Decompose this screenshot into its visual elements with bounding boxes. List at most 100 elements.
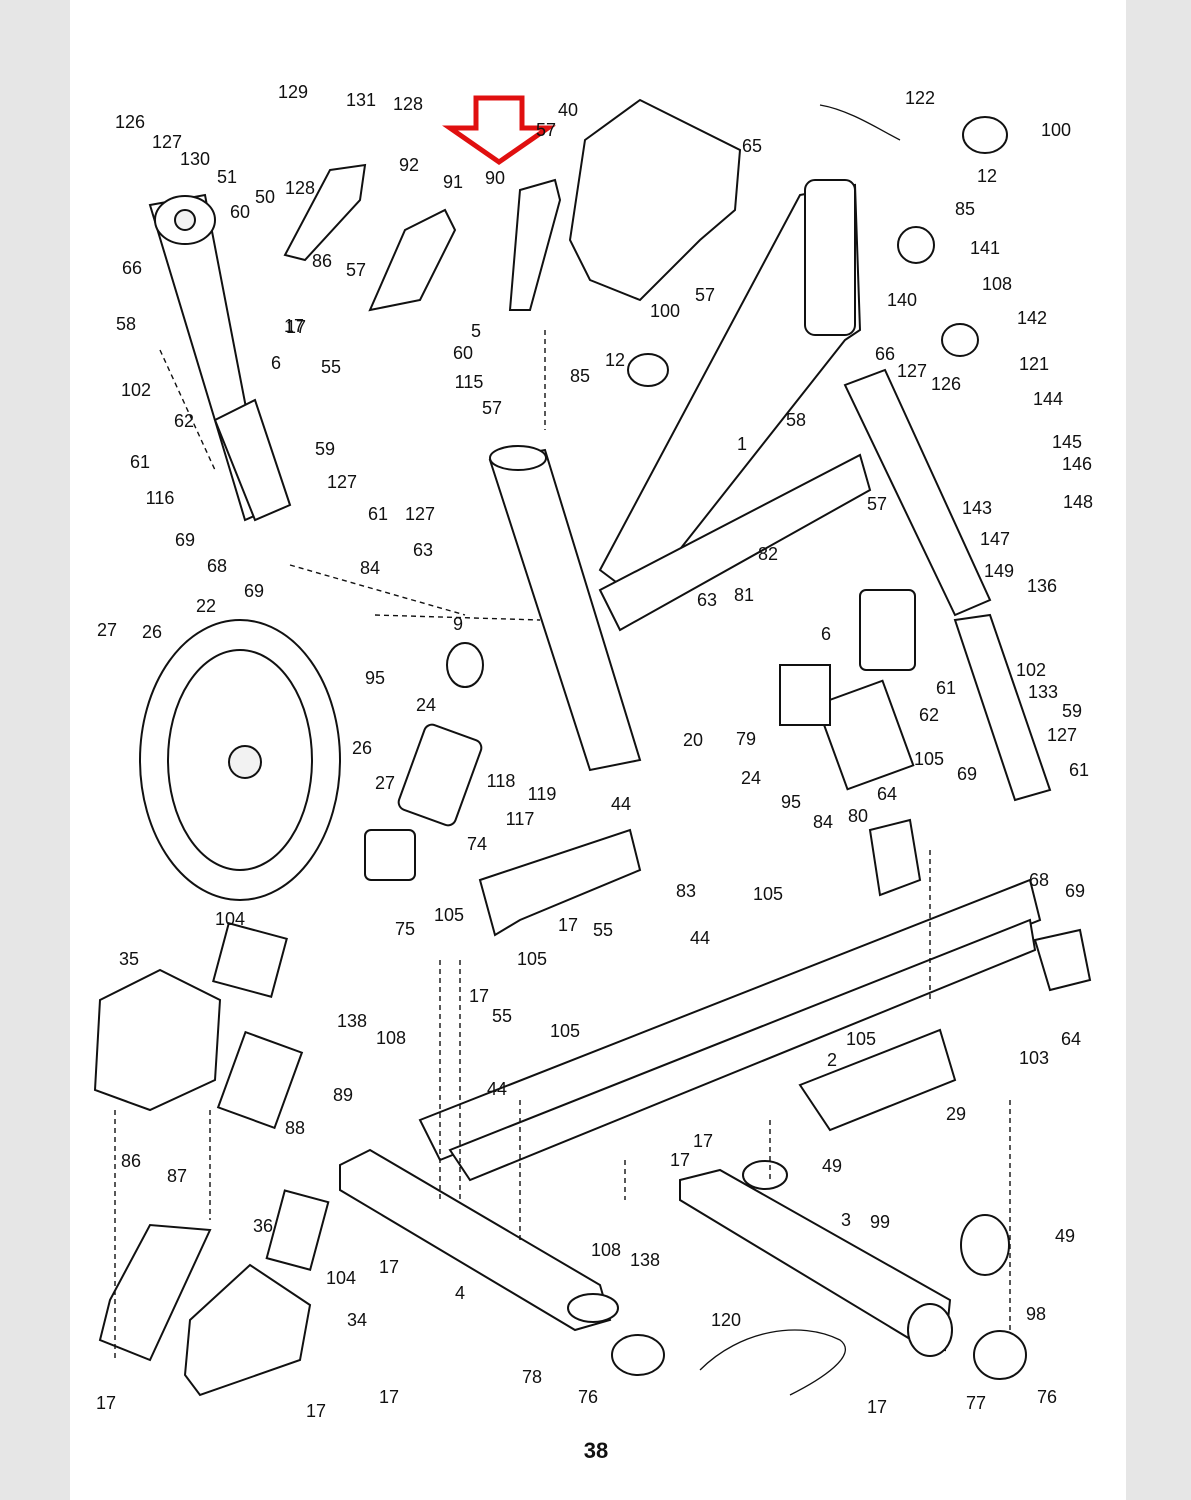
part-label-105: 105 <box>846 1029 876 1049</box>
part-label-108: 108 <box>591 1240 621 1260</box>
part-label-144: 144 <box>1033 389 1063 409</box>
part-label-133: 133 <box>1028 682 1058 702</box>
part-label-55: 55 <box>321 357 341 377</box>
handle-grip-92 <box>283 163 367 262</box>
part-label-75: 75 <box>395 919 415 939</box>
part-label-130: 130 <box>180 149 210 169</box>
part-label-4: 4 <box>455 1283 465 1303</box>
part-label-69: 69 <box>244 581 264 601</box>
part-label-127: 127 <box>327 472 357 492</box>
right-upper-arm <box>843 368 992 617</box>
part-label-143: 143 <box>962 498 992 518</box>
end-cap-76-right <box>973 1330 1027 1380</box>
part-label-145: 145 <box>1052 432 1082 452</box>
left-arm-pivot-hole <box>174 209 196 231</box>
part-label-140: 140 <box>887 290 917 310</box>
front-stabilizer-4 <box>339 1148 612 1332</box>
part-label-57: 57 <box>536 120 556 140</box>
part-label-102: 102 <box>121 380 151 400</box>
part-label-92: 92 <box>399 155 419 175</box>
part-label-17: 17 <box>867 1397 887 1417</box>
page-number: 38 <box>584 1438 608 1463</box>
part-6-cover <box>859 589 916 671</box>
part-label-17: 17 <box>558 915 578 935</box>
part-label-102: 102 <box>1016 660 1046 680</box>
part-label-20: 20 <box>683 730 703 750</box>
dash-line <box>159 349 216 471</box>
part-label-17: 17 <box>469 986 489 1006</box>
part-label-147: 147 <box>980 529 1010 549</box>
part-label-36: 36 <box>253 1216 273 1236</box>
part-label-64: 64 <box>1061 1029 1081 1049</box>
dash-line <box>374 614 541 621</box>
part-label-105: 105 <box>753 884 783 904</box>
part-label-138: 138 <box>337 1011 367 1031</box>
part-label-99: 99 <box>870 1212 890 1232</box>
part-label-121: 121 <box>1019 354 1049 374</box>
part-label-95: 95 <box>781 792 801 812</box>
part-label-85: 85 <box>570 366 590 386</box>
cover-117 <box>478 828 642 937</box>
handle-grip-91 <box>368 208 457 312</box>
part-label-122: 122 <box>905 88 935 108</box>
part-89 <box>216 1030 304 1130</box>
part-label-60: 60 <box>230 202 250 222</box>
part-label-34: 34 <box>347 1310 367 1330</box>
part-label-149: 149 <box>984 561 1014 581</box>
part-label-51: 51 <box>217 167 237 187</box>
left-lower-arm <box>213 398 292 522</box>
dash-line <box>289 564 466 616</box>
seat-post-top <box>489 445 547 471</box>
part-label-61: 61 <box>1069 760 1089 780</box>
part-label-105: 105 <box>914 749 944 769</box>
part-label-49: 49 <box>1055 1226 1075 1246</box>
part-label-95: 95 <box>365 668 385 688</box>
part-label-57: 57 <box>867 494 887 514</box>
part-label-17: 17 <box>670 1150 690 1170</box>
wire-122 <box>819 104 901 141</box>
part-label-24: 24 <box>416 695 436 715</box>
part-80 <box>815 679 915 791</box>
part-label-84: 84 <box>360 558 380 578</box>
highlight-arrow-icon <box>442 95 556 166</box>
part-label-59: 59 <box>1062 701 1082 721</box>
part-label-100: 100 <box>1041 120 1071 140</box>
part-label-61: 61 <box>130 452 150 472</box>
part-label-148: 148 <box>1063 492 1093 512</box>
part-label-90: 90 <box>485 168 505 188</box>
part-64 <box>868 818 922 897</box>
part-label-17: 17 <box>693 1131 713 1151</box>
part-label-17: 17 <box>286 317 306 337</box>
part-label-62: 62 <box>174 411 194 431</box>
part-label-68: 68 <box>207 556 227 576</box>
part-label-40: 40 <box>558 100 578 120</box>
part-label-119: 119 <box>528 784 557 804</box>
part-label-87: 87 <box>167 1166 187 1186</box>
part-label-17: 17 <box>379 1257 399 1277</box>
part-label-142: 142 <box>1017 308 1047 328</box>
part-label-57: 57 <box>346 260 366 280</box>
part-label-126: 126 <box>115 112 145 132</box>
part-label-115: 115 <box>455 372 484 392</box>
part-104 <box>212 922 288 998</box>
part-label-108: 108 <box>376 1028 406 1048</box>
part-label-17: 17 <box>284 316 304 336</box>
part-label-105: 105 <box>517 949 547 969</box>
part-label-98: 98 <box>1026 1304 1046 1324</box>
frame-top-tube <box>804 179 856 336</box>
part-label-17: 17 <box>306 1401 326 1421</box>
part-label-69: 69 <box>957 764 977 784</box>
part-label-17: 17 <box>96 1393 116 1413</box>
part-label-80: 80 <box>848 806 868 826</box>
part-label-55: 55 <box>492 1006 512 1026</box>
part-label-91: 91 <box>443 172 463 192</box>
part-label-66: 66 <box>122 258 142 278</box>
part-label-63: 63 <box>413 540 433 560</box>
part-label-6: 6 <box>821 624 831 644</box>
part-label-69: 69 <box>1065 881 1085 901</box>
part-142 <box>941 323 979 357</box>
part-label-1: 1 <box>737 434 747 454</box>
end-cap-49-left <box>742 1160 788 1190</box>
